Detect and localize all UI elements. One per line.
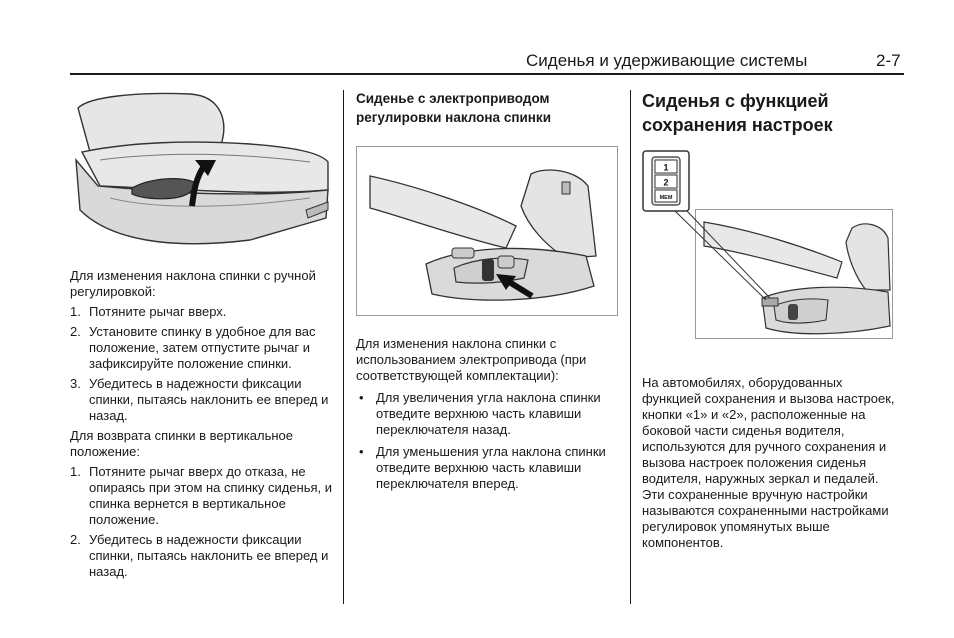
- list-item: 1. Потяните рычаг вверх до отказа, не опи…: [70, 464, 332, 528]
- page-number: 2-7: [876, 51, 901, 70]
- step-text: Убедитесь в надежности фиксации спинки, …: [89, 376, 329, 423]
- intro-text: Для возврата спинки в вертикальное полож…: [70, 428, 293, 459]
- step-number: 1.: [70, 304, 81, 319]
- power-recline-bullets: • Для увеличения угла наклона спинки отве…: [356, 390, 614, 492]
- list-item: 2. Убедитесь в надежности фиксации спинки…: [70, 532, 332, 580]
- list-item: 2. Установите спинку в удобное для вас по…: [70, 324, 332, 372]
- body-text: На автомобилях, оборудованных функцией с…: [642, 375, 895, 550]
- header-rule: [70, 73, 904, 75]
- memory-buttons-illustration: 1 2 MEM: [642, 150, 894, 340]
- step-number: 2.: [70, 324, 81, 339]
- manual-recline-instructions: Для изменения наклона спинки с ручной ре…: [70, 268, 332, 584]
- power-recline-instructions: Для изменения наклона спинки с использов…: [356, 336, 614, 498]
- memory-seats-heading: Сиденья с функцией сохранения настроек: [642, 91, 833, 135]
- power-recline-illustration: [356, 146, 618, 316]
- manual-recline-illustration: [70, 90, 332, 258]
- memory-button-2-label: 2: [663, 178, 668, 188]
- bullet: •: [359, 444, 364, 459]
- step-number: 2.: [70, 532, 81, 547]
- intro-text: Для изменения наклона спинки с ручной ре…: [70, 268, 316, 299]
- memory-button-1-label: 1: [663, 163, 668, 173]
- bullet: •: [359, 390, 364, 405]
- upright-steps: 1. Потяните рычаг вверх до отказа, не опи…: [70, 464, 332, 580]
- list-item: 1. Потяните рычаг вверх.: [70, 304, 332, 320]
- step-number: 3.: [70, 376, 81, 391]
- section-title: Сиденья и удерживающие системы: [526, 51, 808, 70]
- column-divider: [343, 90, 344, 604]
- list-item: 3. Убедитесь в надежности фиксации спинки…: [70, 376, 332, 424]
- memory-seats-description: На автомобилях, оборудованных функцией с…: [642, 375, 898, 555]
- step-text: Потяните рычаг вверх.: [89, 304, 227, 319]
- bullet-text: Для увеличения угла наклона спинки отвед…: [376, 390, 601, 437]
- power-recline-heading: Сиденье с электроприводом регулировки на…: [356, 91, 551, 125]
- step-text: Установите спинку в удобное для вас поло…: [89, 324, 316, 371]
- bullet-text: Для уменьшения угла наклона спинки отвед…: [376, 444, 606, 491]
- intro-text: Для изменения наклона спинки с использов…: [356, 336, 587, 383]
- list-item: • Для увеличения угла наклона спинки отве…: [356, 390, 614, 438]
- list-item: • Для уменьшения угла наклона спинки отве…: [356, 444, 614, 492]
- recline-steps: 1. Потяните рычаг вверх. 2. Установите спи…: [70, 304, 332, 424]
- step-number: 1.: [70, 464, 81, 479]
- memory-set-button-label: MEM: [660, 195, 673, 201]
- column-divider: [630, 90, 631, 604]
- step-text: Убедитесь в надежности фиксации спинки, …: [89, 532, 329, 579]
- step-text: Потяните рычаг вверх до отказа, не опира…: [89, 464, 332, 527]
